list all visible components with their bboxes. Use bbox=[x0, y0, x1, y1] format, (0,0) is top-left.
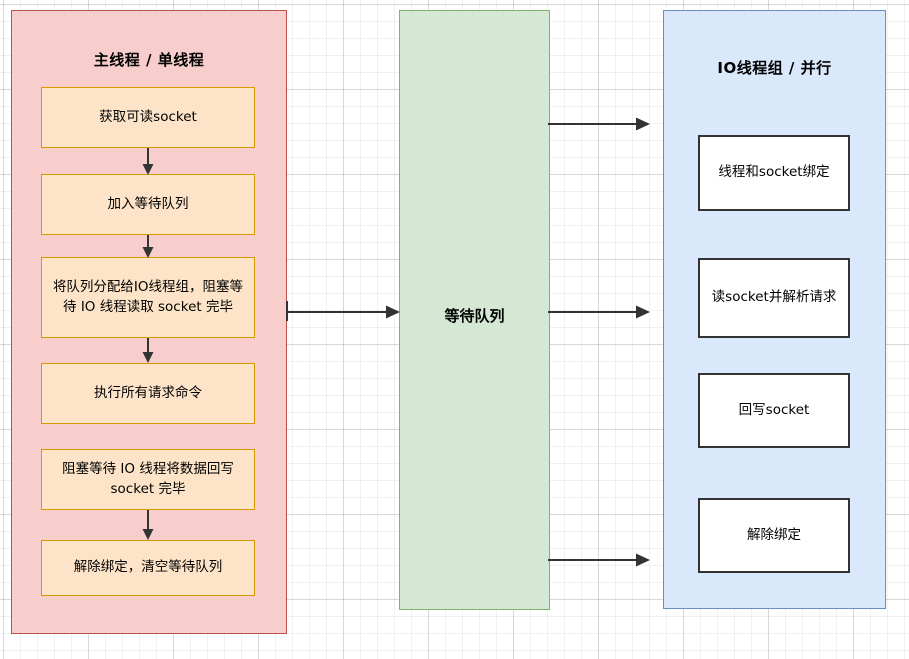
step-join-wait-queue[interactable]: 加入等待队列 bbox=[41, 174, 255, 235]
step-label: 执行所有请求命令 bbox=[94, 384, 202, 401]
io-step-read-socket-parse-request[interactable]: 读socket并解析请求 bbox=[698, 258, 850, 338]
step-assign-queue-to-io-threads[interactable]: 将队列分配给IO线程组，阻塞等待 IO 线程读取 socket 完毕 bbox=[41, 257, 255, 338]
step-label: 阻塞等待 IO 线程将数据回写 socket 完毕 bbox=[62, 460, 234, 497]
wait-queue-lane: 等待队列 bbox=[399, 10, 550, 610]
io-step-bind-thread-socket[interactable]: 线程和socket绑定 bbox=[698, 135, 850, 211]
arrow-queue-to-io-bind bbox=[548, 112, 652, 136]
arrow-step1-to-step2 bbox=[140, 148, 156, 176]
io-step-write-back-socket[interactable]: 回写socket bbox=[698, 373, 850, 448]
step-label: 解除绑定，清空等待队列 bbox=[73, 559, 223, 576]
step-unbind-and-clear-queue[interactable]: 解除绑定，清空等待队列 bbox=[41, 540, 255, 596]
arrow-step3-to-step4 bbox=[140, 338, 156, 364]
io-step-label: 读socket并解析请求 bbox=[711, 289, 837, 306]
arrow-step5-to-step6 bbox=[140, 510, 156, 541]
step-execute-all-commands[interactable]: 执行所有请求命令 bbox=[41, 363, 255, 424]
step-acquire-readable-socket[interactable]: 获取可读socket bbox=[41, 87, 255, 148]
wait-queue-label: 等待队列 bbox=[444, 307, 505, 325]
io-thread-group-lane-title: IO线程组 / 并行 bbox=[717, 59, 832, 77]
arrow-queue-to-io-read bbox=[548, 300, 652, 324]
io-step-unbind[interactable]: 解除绑定 bbox=[698, 498, 850, 573]
arrow-queue-to-io-unbind bbox=[548, 548, 652, 572]
main-thread-lane-title: 主线程 / 单线程 bbox=[93, 51, 205, 69]
arrow-main-to-wait-queue bbox=[286, 300, 402, 324]
io-step-label: 解除绑定 bbox=[747, 526, 801, 543]
io-step-label: 回写socket bbox=[738, 401, 810, 418]
step-label: 将队列分配给IO线程组，阻塞等待 IO 线程读取 socket 完毕 bbox=[52, 278, 244, 315]
step-label: 获取可读socket bbox=[99, 108, 197, 125]
step-label: 加入等待队列 bbox=[107, 195, 189, 212]
arrow-step2-to-step3 bbox=[140, 235, 156, 259]
io-step-label: 线程和socket绑定 bbox=[718, 164, 830, 181]
step-block-wait-io-writeback[interactable]: 阻塞等待 IO 线程将数据回写 socket 完毕 bbox=[41, 449, 255, 510]
